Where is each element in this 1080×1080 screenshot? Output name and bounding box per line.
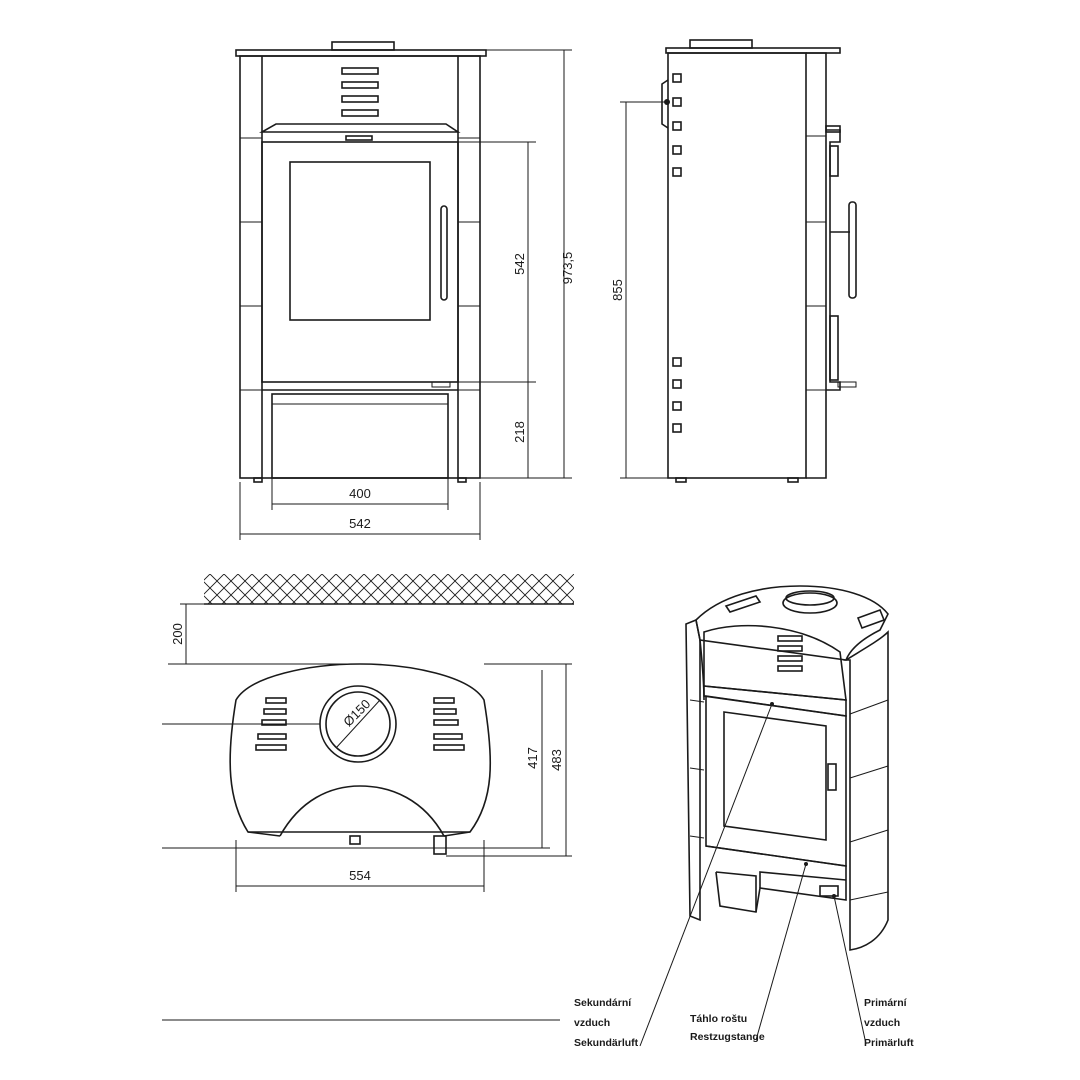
label-secondary-air-line1: Sekundární <box>574 997 632 1009</box>
dim-ash-height: 218 <box>512 421 527 443</box>
plan-view: 200 Ø150 <box>162 574 574 855</box>
label-grate-rod-line1: Táhlo roštu <box>690 1013 747 1025</box>
label-secondary-air-line2: vzduch <box>574 1017 610 1029</box>
dim-depth-outer: 483 <box>549 749 564 771</box>
label-primary-air-line1: Primární <box>864 997 908 1009</box>
dim-plan-width: 554 <box>349 868 371 883</box>
side-view <box>661 39 857 483</box>
label-grate-rod-line2: Restzugstange <box>690 1031 765 1043</box>
label-secondary-air: Sekundární vzduch Sekundärluft <box>574 997 639 1049</box>
dim-door-height: 542 <box>512 253 527 275</box>
dim-inner-width: 400 <box>349 486 371 501</box>
front-view <box>235 41 487 483</box>
wall-hatch <box>204 574 574 604</box>
plan-dimensions: 417 483 554 <box>235 663 572 892</box>
dim-depth-inner: 417 <box>525 747 540 769</box>
side-dimensions: 855 <box>610 101 668 479</box>
dim-total-width: 542 <box>349 516 371 531</box>
dim-wall-distance: 200 <box>170 623 185 645</box>
label-primary-air: Primární vzduch Primärluft <box>864 997 914 1049</box>
dim-side-height: 855 <box>610 279 625 301</box>
perspective-view <box>639 585 889 1047</box>
dim-total-height: 973,5 <box>560 252 575 285</box>
front-dimensions: 973,5 542 218 400 542 <box>239 49 575 540</box>
label-primary-air-line3: Primärluft <box>864 1037 914 1049</box>
label-secondary-air-line3: Sekundärluft <box>574 1037 639 1049</box>
label-grate-rod: Táhlo roštu Restzugstange <box>690 1013 765 1043</box>
label-primary-air-line2: vzduch <box>864 1017 900 1029</box>
